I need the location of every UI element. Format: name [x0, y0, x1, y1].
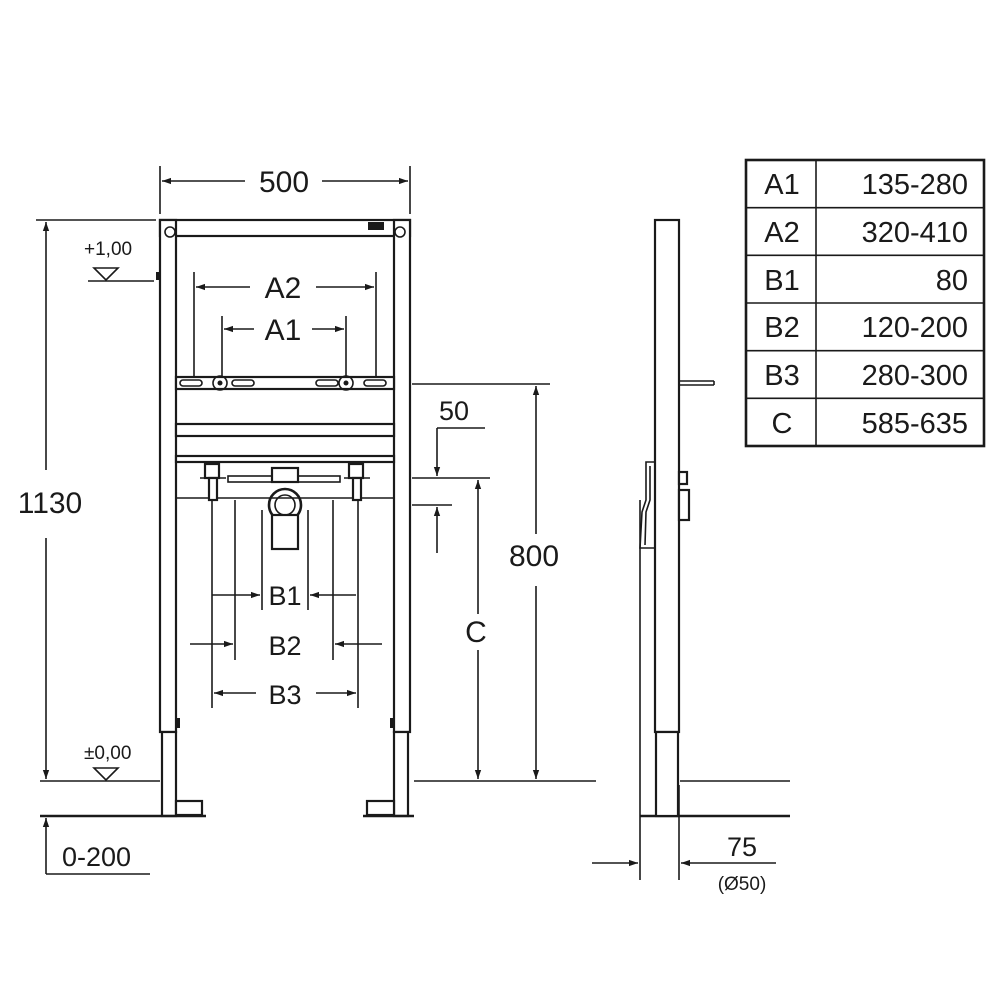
- depth-label: 75: [727, 832, 757, 862]
- table-value-4: 280-300: [862, 360, 968, 392]
- offset-label: 50: [439, 396, 469, 426]
- b3-label: B3: [268, 680, 301, 710]
- table-value-5: 585-635: [862, 408, 968, 440]
- a2-dimension: A2: [193, 272, 377, 377]
- table-key-3: B2: [764, 312, 799, 344]
- table-value-3: 120-200: [862, 312, 968, 344]
- height-dimension: 1130: [18, 219, 156, 779]
- left-supply-valve: [200, 462, 226, 502]
- level-floor-marker: ±0,00: [84, 743, 131, 782]
- drain-fitting: [267, 466, 303, 551]
- b2-dimension: B2: [190, 631, 382, 661]
- drain-height-label: 800: [509, 540, 559, 573]
- table-key-5: C: [772, 408, 793, 440]
- b1-dimension: B1: [212, 581, 356, 611]
- right-supply-valve: [344, 462, 370, 502]
- pipe-label: (Ø50): [718, 874, 767, 895]
- table-key-0: A1: [764, 169, 799, 201]
- table-value-1: 320-410: [862, 217, 968, 249]
- a1-label: A1: [265, 314, 302, 347]
- a1-dimension: A1: [221, 314, 347, 376]
- table-key-4: B3: [764, 360, 799, 392]
- level-top-marker: +1,00: [84, 239, 154, 282]
- table-key-2: B1: [764, 265, 799, 297]
- width-label: 500: [259, 166, 309, 199]
- table-value-0: 135-280: [862, 169, 968, 201]
- a2-label: A2: [265, 272, 302, 305]
- drain-height-dimension: 800: [412, 383, 559, 779]
- b2-label: B2: [268, 631, 301, 661]
- height-label: 1130: [18, 487, 83, 520]
- adjust-dimension: 0-200: [42, 818, 150, 875]
- front-view-frame: [156, 218, 412, 818]
- width-dimension: 500: [159, 166, 411, 214]
- level-top-label: +1,00: [84, 239, 132, 260]
- side-view-frame: [639, 218, 715, 818]
- dimension-table: A1 135-280 A2 320-410 B1 80 B2 120-200 B…: [744, 158, 986, 448]
- offset-dimension: 50: [433, 396, 485, 553]
- level-floor-label: ±0,00: [84, 743, 131, 764]
- c-dimension: C: [412, 477, 490, 779]
- adjust-label: 0-200: [62, 842, 131, 872]
- c-label: C: [465, 616, 487, 649]
- depth-dimension: 75 (Ø50): [592, 500, 776, 895]
- b1-label: B1: [268, 581, 301, 611]
- table-value-2: 80: [936, 265, 968, 297]
- table-key-1: A2: [764, 217, 799, 249]
- b3-dimension: B3: [214, 680, 356, 710]
